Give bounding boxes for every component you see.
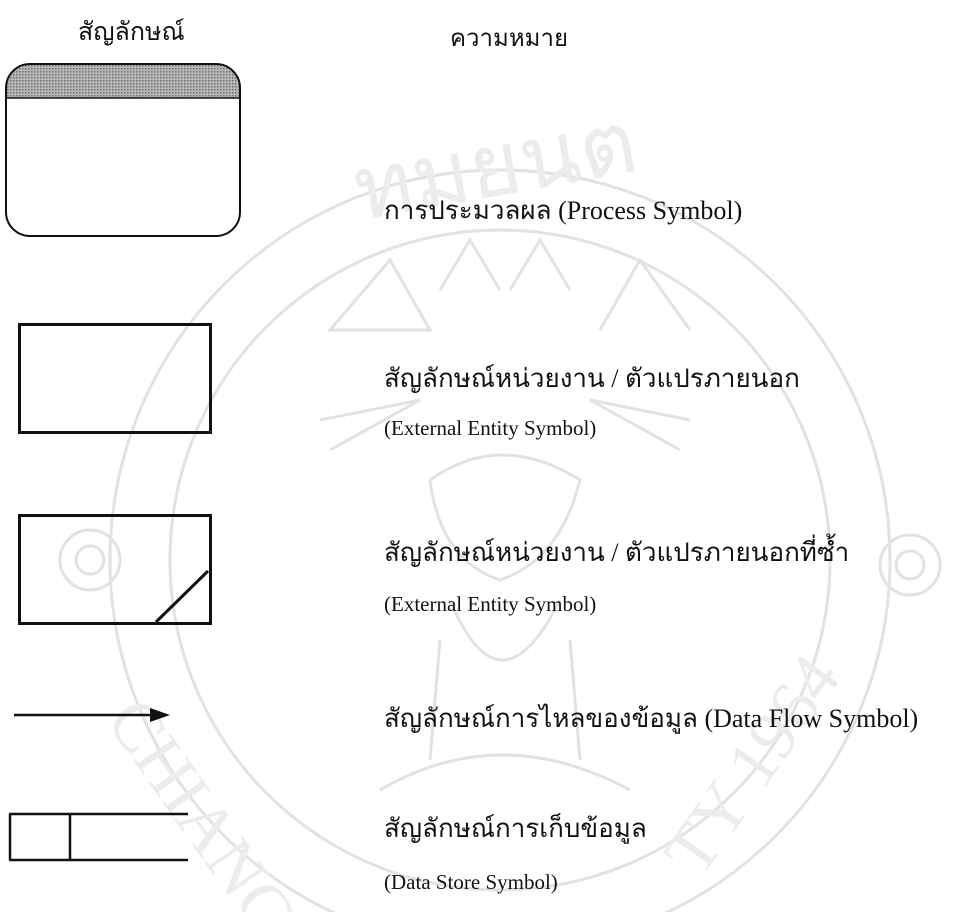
process-symbol-icon [5,63,241,237]
duplicate-entity-icon [18,514,212,625]
data-flow-arrow-icon [14,708,170,722]
row-duplicate-entity-text: สัญลักษณ์หน่วยงาน / ตัวแปรภายนอกที่ซ้ำ [384,538,850,567]
external-entity-icon [18,323,212,434]
row-data-store-subtext: (Data Store Symbol) [384,870,558,894]
row-data-flow-text: สัญลักษณ์การไหลของข้อมูล (Data Flow Symb… [384,704,919,733]
data-store-icon [8,812,188,862]
row-process-text: การประมวลผล (Process Symbol) [384,196,743,225]
column-header-symbol: สัญลักษณ์ [78,19,185,46]
row-duplicate-entity-subtext: (External Entity Symbol) [384,592,597,616]
row-entity-text: สัญลักษณ์หน่วยงาน / ตัวแปรภายนอก [384,364,800,393]
row-data-store-text: สัญลักษณ์การเก็บข้อมูล [384,814,647,843]
watermark-bottom-right: TY 1964 [650,642,855,889]
row-entity-subtext: (External Entity Symbol) [384,416,597,440]
column-header-meaning: ความหมาย [450,26,569,52]
